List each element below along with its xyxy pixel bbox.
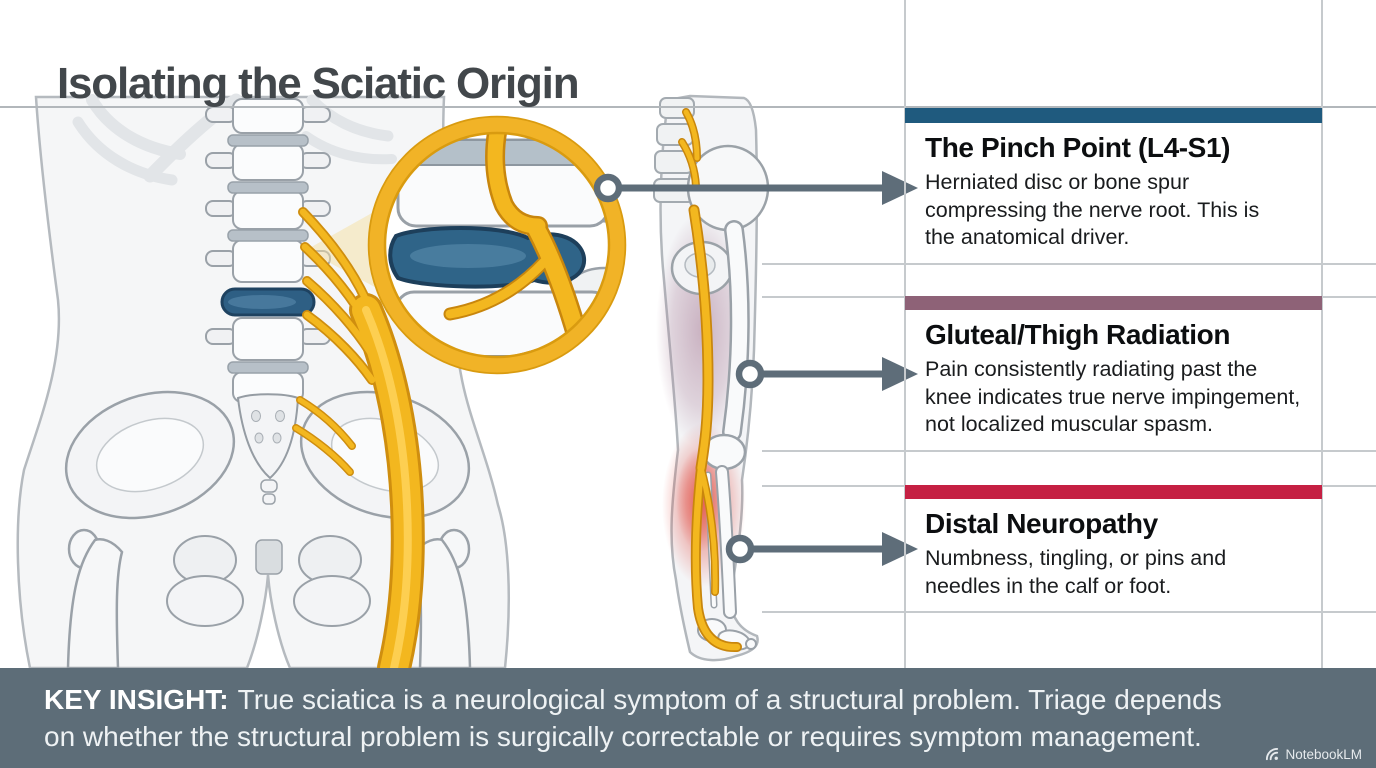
key-insight-banner: KEY INSIGHT:True sciatica is a neurologi…: [0, 668, 1376, 768]
sciatic-nerve: [292, 207, 425, 685]
grid-line: [762, 296, 905, 298]
callout-body-line: knee indicates true nerve impingement,: [925, 384, 1301, 409]
accent-bar: [905, 108, 1322, 123]
leader-arrow-distal-neuropathy: [725, 532, 918, 566]
accent-bar: [905, 296, 1322, 310]
callout-body-line: Numbness, tingling, or pins and: [925, 546, 1227, 570]
callout-body-line: needles in the calf or foot.: [925, 573, 1172, 598]
leader-arrow-pinch-point: [593, 171, 918, 205]
femurs: [66, 528, 472, 670]
callout-body-line: the anatomical driver.: [925, 225, 1130, 249]
grid-line: [1321, 0, 1323, 668]
grid-line: [762, 263, 1376, 265]
leg-figure: [653, 94, 770, 662]
callout-heading: Gluteal/Thigh Radiation: [925, 319, 1231, 350]
watermark-text: NotebookLM: [1285, 747, 1362, 762]
grid-line: [762, 485, 905, 487]
callout-heading: Distal Neuropathy: [925, 508, 1158, 539]
magnifier-ring-outer: [367, 115, 627, 375]
grid-line: [1321, 296, 1376, 298]
grid-line: [762, 611, 1376, 613]
accent-bar: [905, 485, 1322, 499]
key-insight-text: KEY INSIGHT:True sciatica is a neurologi…: [44, 684, 1222, 752]
ribs: [72, 93, 397, 186]
key-insight-label: KEY INSIGHT:: [44, 684, 229, 715]
callout-body-line: Pain consistently radiating past the: [925, 357, 1258, 381]
grid-line: [904, 0, 906, 668]
grid-line: [1321, 485, 1376, 487]
callout-body-line: Herniated disc or bone spur: [925, 170, 1190, 194]
callout-body-line: not localized muscular spasm.: [925, 412, 1213, 436]
magnifier-ring: [369, 117, 625, 373]
callout-pinch-point: The Pinch Point (L4-S1) Herniated disc o…: [905, 108, 1322, 252]
callout-heading: The Pinch Point (L4-S1): [925, 132, 1231, 163]
sacrum: [236, 393, 300, 505]
leader-arrow-gluteal-radiation: [735, 357, 918, 391]
leader-arrows: [593, 171, 918, 566]
notebooklm-watermark: NotebookLM: [1265, 747, 1362, 762]
callout-body-line: compressing the nerve root. This is: [925, 197, 1260, 222]
leg-sciatic-nerve: [678, 108, 742, 653]
grid-line: [0, 106, 1376, 108]
callout-distal-neuropathy: Distal Neuropathy Numbness, tingling, or…: [905, 485, 1322, 600]
notebooklm-logo-icon: [1266, 747, 1279, 761]
grid-line: [762, 450, 1376, 452]
page-title: Isolating the Sciatic Origin: [57, 59, 580, 109]
callout-gluteal-radiation: Gluteal/Thigh Radiation Pain consistentl…: [905, 296, 1322, 439]
